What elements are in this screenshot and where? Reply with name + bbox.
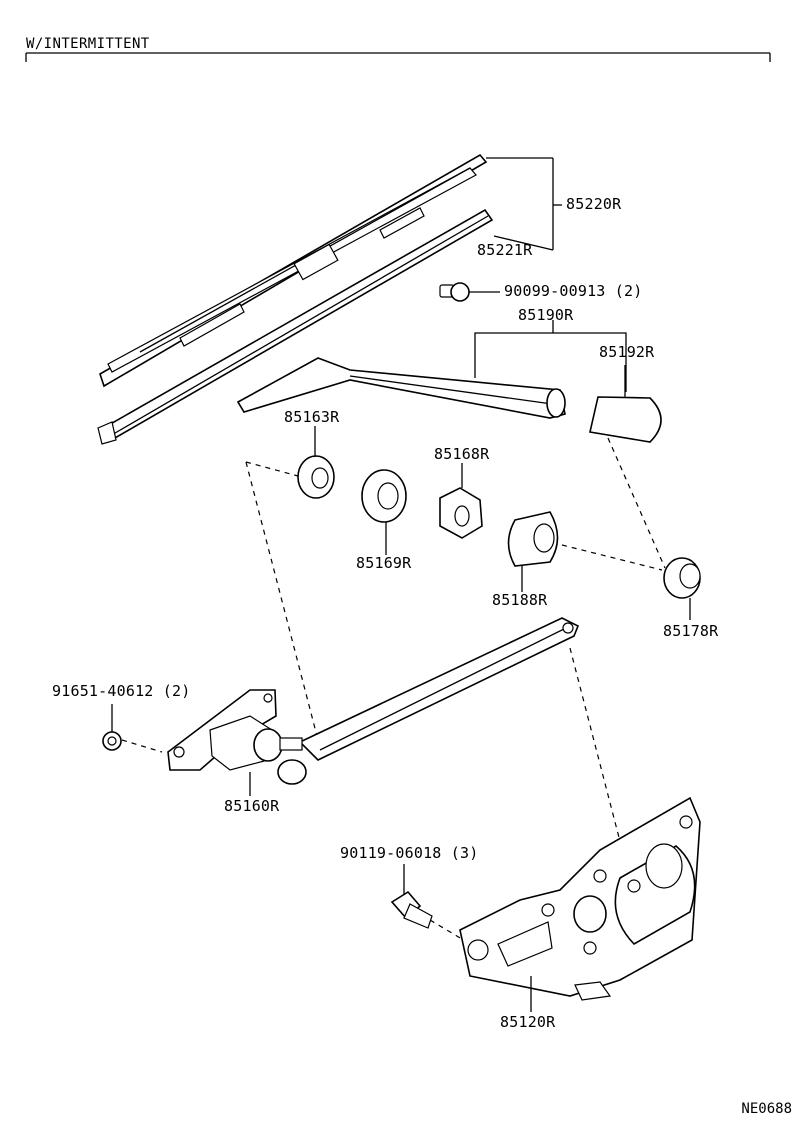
- callout-85221R: 85221R: [477, 241, 533, 259]
- wiper-arm-drawing: [236, 320, 627, 419]
- pivot-bracket-drawing: [167, 689, 307, 796]
- seal-drawing: [297, 426, 335, 499]
- callout-85192R: 85192R: [599, 343, 655, 361]
- link-rod-drawing: [298, 617, 580, 761]
- variant-title: W/INTERMITTENT: [26, 36, 150, 52]
- callout-90099-00913: 90099-00913 (2): [504, 282, 643, 300]
- callout-85190R: 85190R: [518, 306, 574, 324]
- screw-drawing: [439, 282, 500, 302]
- wiper-blade-rubber-drawing: [97, 208, 494, 445]
- callout-85160R: 85160R: [224, 797, 280, 815]
- callout-85120R: 85120R: [500, 1013, 556, 1031]
- callout-85188R: 85188R: [492, 591, 548, 609]
- callout-85169R: 85169R: [356, 554, 412, 572]
- callout-90119-06018: 90119-06018 (3): [340, 844, 479, 862]
- washer-drawing: [361, 469, 407, 555]
- callout-85163R: 85163R: [284, 408, 340, 426]
- callout-85168R: 85168R: [434, 445, 490, 463]
- wiper-motor-drawing: [459, 796, 701, 1012]
- arm-cap-drawing: [589, 365, 662, 443]
- wiper-blade-drawing: [99, 153, 488, 388]
- header-rule: [25, 52, 771, 62]
- nut-drawing: [439, 463, 483, 539]
- callout-85178R: 85178R: [663, 622, 719, 640]
- cap-grommet-drawing: [663, 557, 701, 620]
- bolt-drawing: [390, 864, 433, 929]
- pivot-nut-drawing: [102, 704, 122, 751]
- callout-91651-40612: 91651-40612 (2): [52, 682, 191, 700]
- blade-leader-lines: [486, 157, 562, 251]
- callout-85220R: 85220R: [566, 195, 622, 213]
- diagram-code: NE0688: [741, 1101, 792, 1117]
- bushing-drawing: [507, 511, 559, 592]
